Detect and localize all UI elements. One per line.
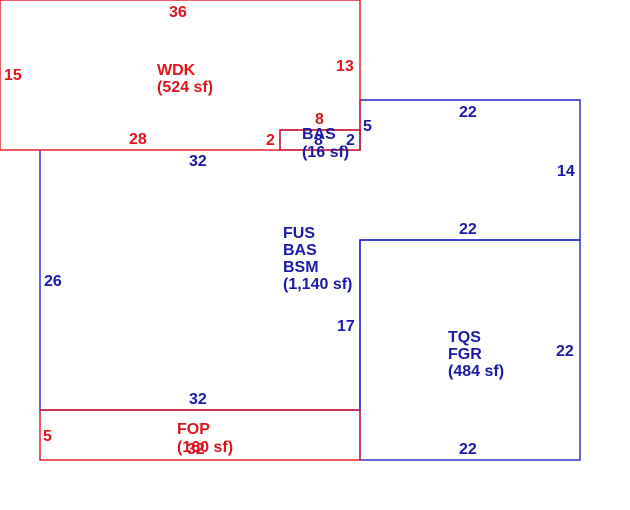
garage-area-size: (484 sf) [448,363,504,380]
main-area-code-2: BAS [283,242,317,259]
fop-bottom-dimension: 32 [187,441,205,458]
fop-area-size: (160 sf) [177,439,233,456]
main-area-code-3: BSM [283,259,319,276]
bas-small-right-dimension: 2 [346,132,355,149]
main-top-dimension: 32 [189,153,207,170]
bas-small-bottom-dimension: 8 [314,132,323,149]
garage-area-code-1: TQS [448,329,481,346]
bas-small-area-size: (16 sf) [302,144,349,161]
wdk-area-size: (524 sf) [157,79,213,96]
main-bottom-dimension: 32 [189,391,207,408]
wdk-bottom-short-dimension: 2 [266,132,275,149]
main-left-dimension: 26 [44,273,62,290]
ell-bottom-dimension: 22 [459,221,477,238]
garage-right-dimension: 22 [556,343,574,360]
wood-deck-outline [0,0,361,151]
fop-area-code: FOP [177,421,210,438]
bas-small-top-dimension: 8 [315,111,324,128]
main-area-code-1: FUS [283,225,315,242]
bas-small-area-code: BAS [302,126,336,143]
wdk-right-dimension: 13 [336,58,354,75]
garage-outline [359,239,581,461]
wdk-bottom-dimension: 28 [129,131,147,148]
open-porch-outline [39,409,361,461]
main-area-size: (1,140 sf) [283,276,352,293]
ell-top-dimension: 22 [459,104,477,121]
wdk-area-code: WDK [157,62,196,79]
main-inner-dimension: 17 [337,318,355,335]
wdk-left-dimension: 15 [4,67,22,84]
garage-area-code-2: FGR [448,346,482,363]
ell-right-dimension: 14 [557,163,575,180]
ell-right-short-dimension: 5 [363,118,372,135]
fop-left-dimension: 5 [43,428,52,445]
garage-bottom-dimension: 22 [459,441,477,458]
wdk-top-dimension: 36 [169,4,187,21]
